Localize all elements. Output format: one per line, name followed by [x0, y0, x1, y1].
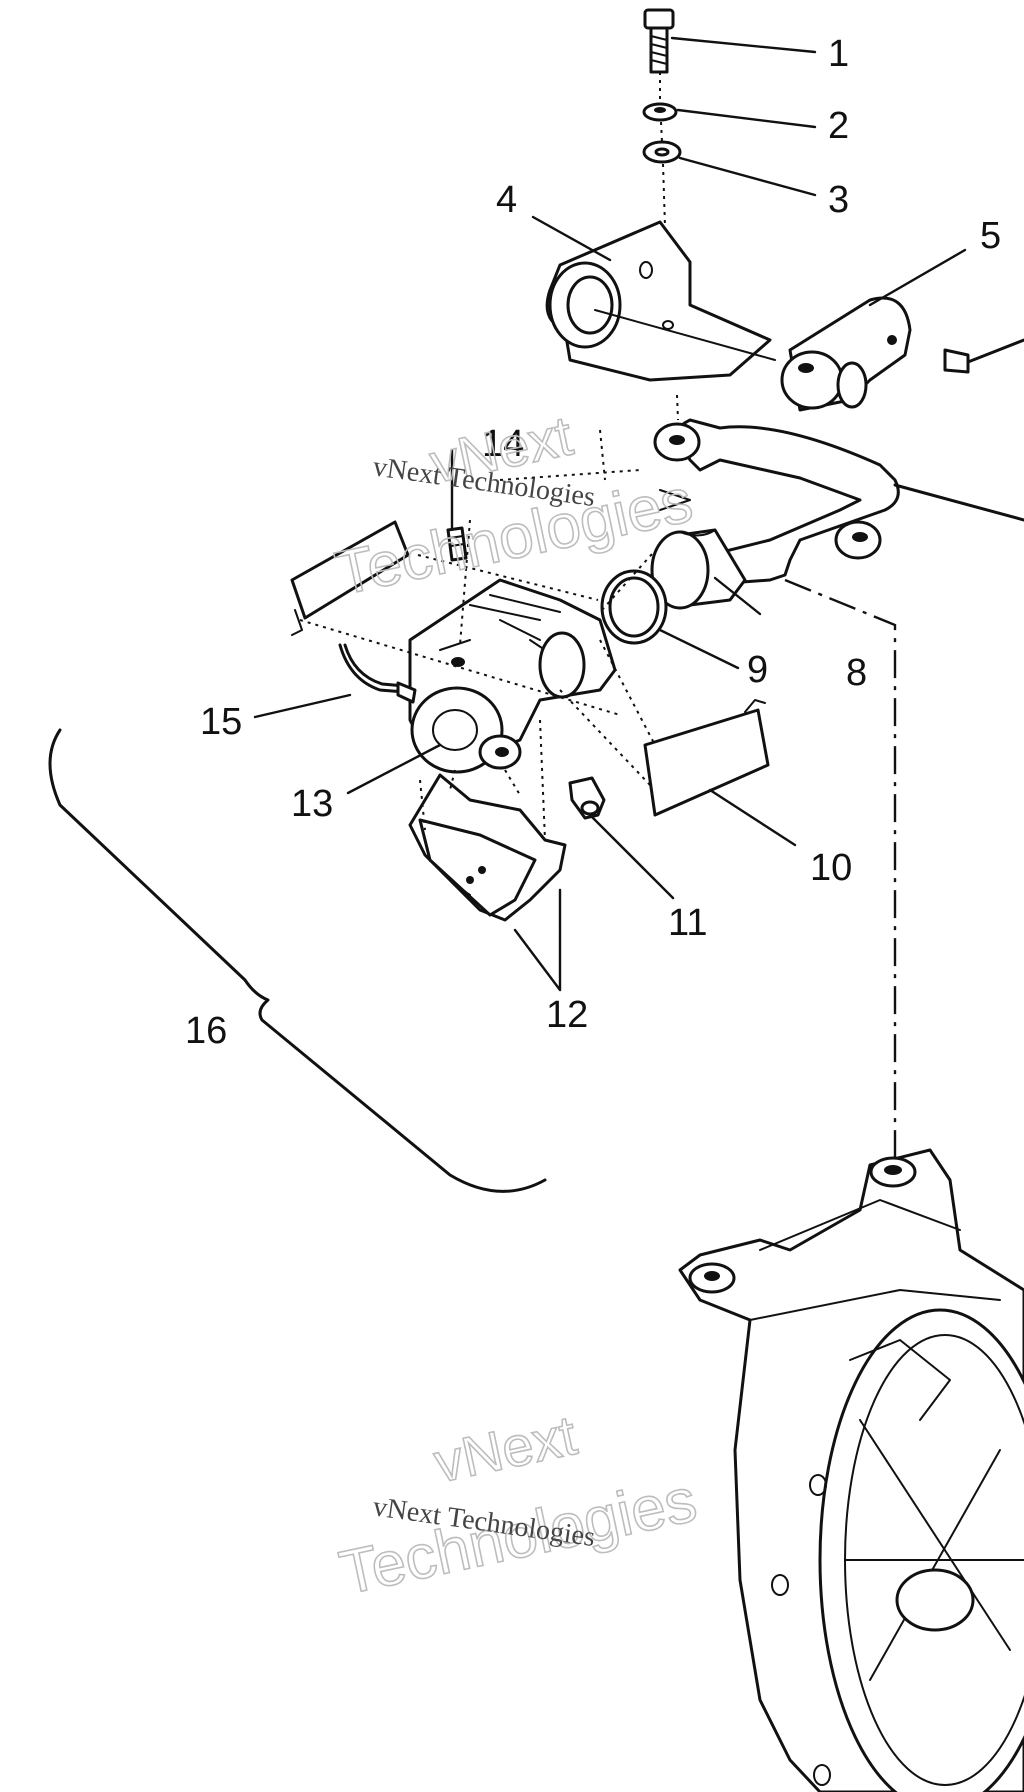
piston-part [650, 528, 747, 610]
label-part-2: 2 [828, 105, 849, 147]
brake-pads-part [408, 773, 567, 922]
caliper-body-part [408, 578, 617, 774]
caliper-arm-part [780, 296, 1024, 412]
label-part-10: 10 [810, 847, 852, 889]
brake-line-part [338, 643, 417, 704]
construction-lines [299, 394, 679, 841]
centerline [784, 578, 897, 1175]
chaincase-housing-part [678, 1148, 1024, 1792]
label-part-12: 12 [546, 994, 588, 1036]
label-part-11: 11 [668, 902, 707, 944]
bleeder-screw-part [446, 526, 468, 562]
label-part-5: 5 [980, 215, 1001, 257]
watermark-outline-top-lower: vNext [429, 1403, 583, 1494]
label-part-14: 14 [482, 423, 524, 465]
flat-washer-part [642, 140, 682, 164]
bleed-fitting-part [568, 776, 606, 820]
label-part-15: 15 [200, 701, 242, 743]
inner-shim-part [290, 520, 410, 636]
outer-shim-part [643, 699, 770, 817]
label-part-16: 16 [185, 1010, 227, 1052]
lock-washer-part [642, 102, 678, 122]
piston-seal-part [600, 569, 668, 645]
assembly-brace [48, 728, 547, 1193]
label-part-8: 8 [846, 652, 867, 694]
leader-lines [253, 36, 967, 992]
label-part-1: 1 [828, 33, 849, 75]
label-part-9: 9 [747, 649, 768, 691]
label-part-3: 3 [828, 179, 849, 221]
part-labels: 1 2 3 4 5 8 9 10 11 12 13 14 15 16 [185, 33, 1001, 1052]
bolt-part [643, 8, 675, 74]
label-part-13: 13 [291, 783, 333, 825]
label-part-4: 4 [496, 179, 517, 221]
mounting-bracket-part [545, 220, 776, 382]
